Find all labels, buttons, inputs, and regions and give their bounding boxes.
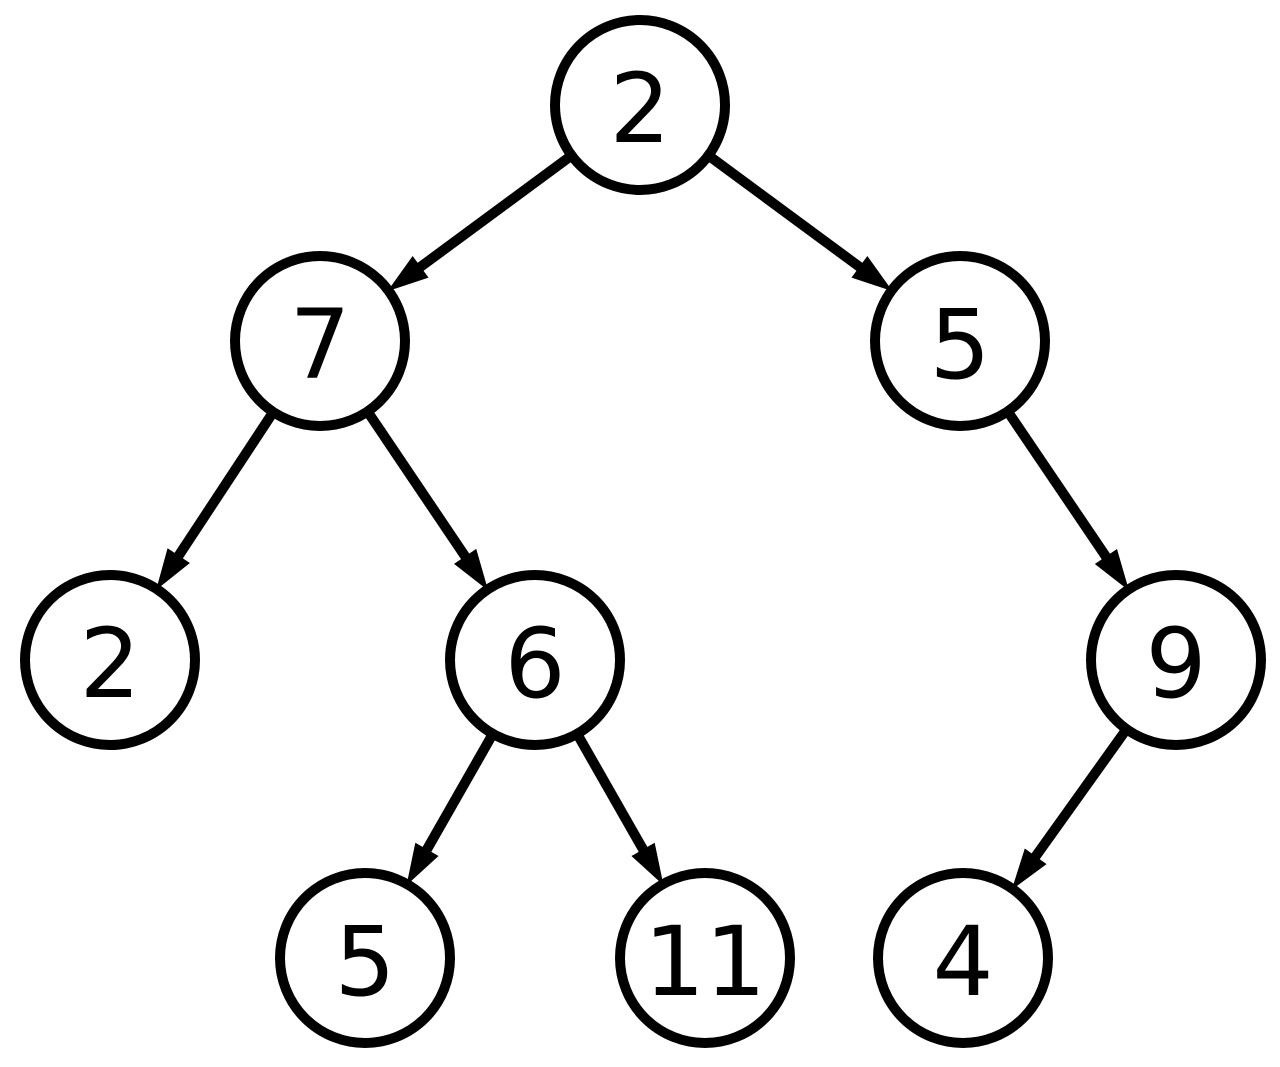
tree-edge-rr-rrl: [1028, 726, 1131, 864]
tree-edge-root-l: [413, 151, 575, 274]
arrowhead-icon: [387, 256, 429, 292]
tree-node-label: 7: [289, 289, 350, 401]
tree-node-label: 4: [932, 906, 993, 1018]
tree-node-circle: [870, 251, 1050, 431]
tree-node-label: 2: [609, 53, 670, 165]
tree-node-label: 5: [334, 906, 395, 1018]
arrowhead-icon: [1011, 848, 1047, 890]
tree-edge-lr-lrl: [420, 731, 498, 857]
tree-node-label: 11: [644, 906, 766, 1018]
tree-edge-l-lr: [363, 408, 473, 564]
tree-node-ll: 2: [20, 570, 200, 750]
tree-node-lrl: 5: [275, 868, 455, 1048]
arrowhead-icon: [631, 842, 664, 886]
tree-node-rrl: 4: [873, 868, 1053, 1048]
tree-node-lr: 6: [445, 570, 625, 750]
arrowhead-icon: [406, 842, 439, 886]
tree-edge-l-ll: [171, 409, 278, 563]
tree-edge-root-r: [705, 151, 867, 274]
tree-node-root: 2: [550, 15, 730, 195]
tree-node-label: 6: [504, 608, 565, 720]
tree-node-circle: [1086, 570, 1266, 750]
tree-node-l: 7: [230, 251, 410, 431]
tree-node-circle: [615, 868, 795, 1048]
tree-node-r: 5: [870, 251, 1050, 431]
tree-node-label: 9: [1145, 608, 1206, 720]
arrowhead-icon: [851, 256, 893, 292]
tree-node-circle: [550, 15, 730, 195]
tree-node-circle: [275, 868, 455, 1048]
tree-edge-r-rr: [1003, 408, 1113, 564]
tree-node-label: 2: [79, 608, 140, 720]
tree-node-circle: [445, 570, 625, 750]
arrowhead-icon: [454, 548, 489, 591]
tree-node-label: 5: [929, 289, 990, 401]
tree-node-rr: 9: [1086, 570, 1266, 750]
tree-node-lrr: 11: [615, 868, 795, 1048]
tree-node-circle: [20, 570, 200, 750]
arrowhead-icon: [156, 548, 190, 591]
tree-edge-lr-lrr: [572, 731, 650, 857]
tree-node-circle: [873, 868, 1053, 1048]
tree-node-circle: [230, 251, 410, 431]
arrowhead-icon: [1094, 548, 1130, 591]
